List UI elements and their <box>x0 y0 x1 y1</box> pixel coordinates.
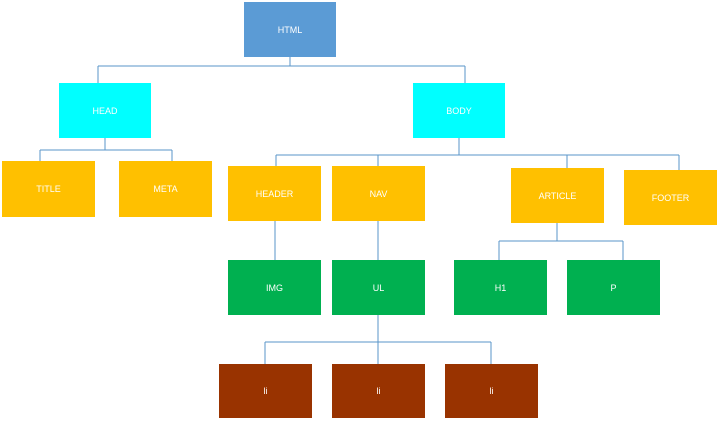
node-ul[interactable]: UL <box>332 260 425 315</box>
node-label: TITLE <box>36 184 61 194</box>
node-meta[interactable]: META <box>119 161 212 217</box>
node-label: HEAD <box>92 105 118 116</box>
node-nav[interactable]: NAV <box>332 166 425 221</box>
node-label: li <box>489 386 494 396</box>
node-label: IMG <box>266 282 283 293</box>
node-p[interactable]: P <box>567 260 660 315</box>
node-label: HTML <box>277 24 303 35</box>
node-label: META <box>153 184 178 194</box>
node-head[interactable]: HEAD <box>59 83 151 138</box>
node-img[interactable]: IMG <box>228 260 321 315</box>
node-label: HEADER <box>255 188 294 199</box>
node-label: BODY <box>446 105 472 116</box>
node-li-3[interactable]: li <box>445 364 538 418</box>
node-label: li <box>376 386 381 396</box>
node-header[interactable]: HEADER <box>228 166 321 221</box>
node-label: li <box>263 386 268 396</box>
node-label: FOOTER <box>651 192 690 203</box>
node-label: P <box>610 282 617 293</box>
node-html[interactable]: HTML <box>244 2 336 57</box>
node-label: UL <box>372 282 385 293</box>
node-label: H1 <box>494 282 507 293</box>
node-footer[interactable]: FOOTER <box>624 170 717 225</box>
node-li-2[interactable]: li <box>332 364 425 418</box>
node-article[interactable]: ARTICLE <box>511 168 604 223</box>
node-label: NAV <box>369 188 388 199</box>
node-body[interactable]: BODY <box>413 83 505 138</box>
node-title[interactable]: TITLE <box>2 161 95 217</box>
node-li-1[interactable]: li <box>219 364 312 418</box>
node-h1[interactable]: H1 <box>454 260 547 315</box>
node-label: ARTICLE <box>538 190 577 201</box>
